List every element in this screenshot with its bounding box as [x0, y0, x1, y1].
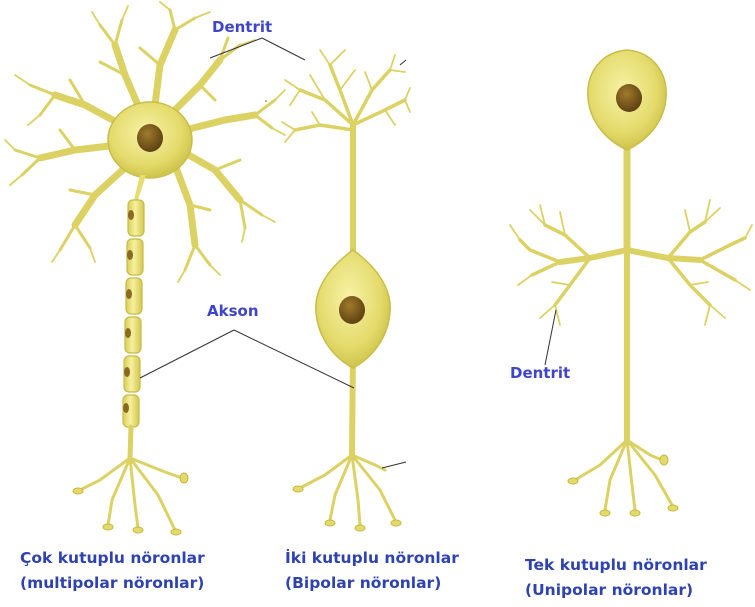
- dendrite-label-right: Dentrit: [510, 366, 570, 381]
- multipolar-axon-terminal: [80, 427, 182, 530]
- caption-multipolar-line1: Çok kutuplu nöronlar: [20, 546, 205, 571]
- caption-bipolar-line2: (Bipolar nöronlar): [285, 571, 459, 596]
- bipolar-nucleus: [339, 296, 365, 324]
- caption-multipolar: Çok kutuplu nöronlar (multipolar nöronla…: [20, 546, 205, 596]
- caption-bipolar: İki kutuplu nöronlar (Bipolar nöronlar): [285, 546, 459, 596]
- axon-label: Akson: [207, 304, 259, 319]
- caption-unipolar-line1: Tek kutuplu nöronlar: [525, 553, 707, 578]
- unipolar-nucleus: [616, 84, 642, 112]
- caption-multipolar-line2: (multipolar nöronlar): [20, 571, 205, 596]
- dendrite-label-top: Dentrit: [212, 20, 272, 35]
- unipolar-neuron: [510, 140, 752, 510]
- myelin-sheath: [123, 200, 144, 427]
- caption-unipolar: Tek kutuplu nöronlar (Unipolar nöronlar): [525, 553, 707, 603]
- caption-unipolar-line2: (Unipolar nöronlar): [525, 578, 707, 603]
- axon-leader-left: [140, 330, 234, 378]
- dendrite-right-leader: [545, 310, 556, 365]
- multipolar-nucleus: [137, 124, 163, 152]
- dendrite-top-leader-right: [262, 38, 305, 60]
- dendrite-top-leader-left: [210, 38, 262, 58]
- caption-bipolar-line1: İki kutuplu nöronlar: [285, 546, 459, 571]
